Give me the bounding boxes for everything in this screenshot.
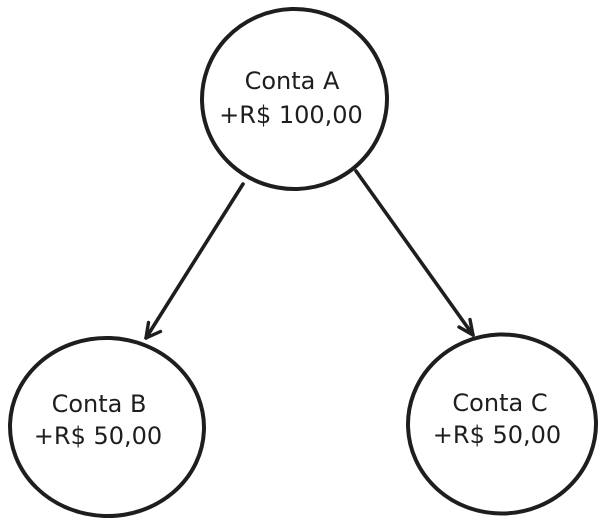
node-conta-a-label: Conta A bbox=[245, 67, 340, 95]
edge-conta-a-to-conta-b bbox=[144, 182, 245, 340]
node-conta-c-value: +R$ 50,00 bbox=[433, 421, 561, 449]
node-conta-c-circle bbox=[406, 332, 598, 516]
arrowhead-icon bbox=[144, 320, 163, 340]
node-conta-b-circle bbox=[8, 335, 206, 519]
node-conta-b: Conta B +R$ 50,00 bbox=[8, 335, 206, 519]
edge-line-a-c bbox=[354, 169, 475, 337]
node-conta-c: Conta C +R$ 50,00 bbox=[406, 332, 598, 516]
edge-line-a-b bbox=[144, 182, 245, 340]
edge-conta-a-to-conta-c bbox=[354, 169, 475, 337]
node-conta-b-label: Conta B bbox=[52, 390, 147, 418]
node-conta-a-value: +R$ 100,00 bbox=[219, 101, 363, 129]
node-conta-a: Conta A +R$ 100,00 bbox=[200, 6, 389, 192]
node-conta-a-circle bbox=[200, 6, 389, 192]
node-conta-c-label: Conta C bbox=[452, 389, 547, 417]
arrowhead-icon bbox=[457, 317, 475, 337]
node-conta-b-value: +R$ 50,00 bbox=[34, 422, 162, 450]
